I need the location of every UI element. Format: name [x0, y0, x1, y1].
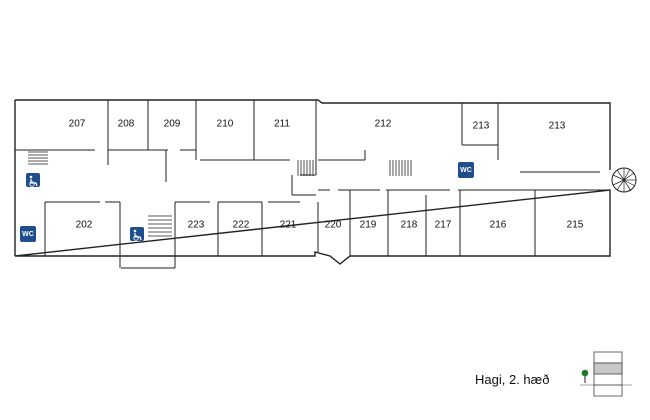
room-label: 213 — [473, 121, 490, 132]
room-label: 215 — [567, 220, 584, 231]
wc-label: WC — [460, 167, 472, 174]
room-label: 220 — [325, 220, 342, 231]
room-label: 208 — [118, 119, 135, 130]
wc-label: WC — [22, 231, 34, 238]
floor-indicator-icon — [580, 351, 632, 397]
room-label: 217 — [435, 220, 452, 231]
room-label: 207 — [69, 119, 86, 130]
wc-icon: WC — [20, 226, 36, 242]
room-label: 216 — [490, 220, 507, 231]
room-label: 219 — [360, 220, 377, 231]
wc-icon: WC — [458, 162, 474, 178]
location-marker-icon — [581, 369, 589, 383]
interior-walls — [15, 100, 608, 269]
stairs-icon — [28, 151, 412, 237]
room-label: 223 — [188, 220, 205, 231]
room-label: 211 — [274, 119, 290, 130]
room-label: 222 — [233, 220, 250, 231]
outer-walls — [14, 99, 611, 265]
room-label: 209 — [164, 119, 181, 130]
room-label: 210 — [217, 119, 234, 130]
room-label: 218 — [401, 220, 418, 231]
room-label: 212 — [375, 119, 392, 130]
room-labels: 207 208 209 210 211 212 213 213 202 223 … — [69, 119, 584, 231]
wheelchair-icon — [130, 227, 144, 241]
map-caption: Hagi, 2. hæð — [475, 372, 550, 387]
wheelchair-icon — [26, 173, 40, 187]
room-label: 213 — [549, 121, 566, 132]
room-label: 202 — [76, 220, 93, 231]
room-label: 221 — [280, 220, 297, 231]
spiral-stair-icon — [611, 167, 637, 193]
